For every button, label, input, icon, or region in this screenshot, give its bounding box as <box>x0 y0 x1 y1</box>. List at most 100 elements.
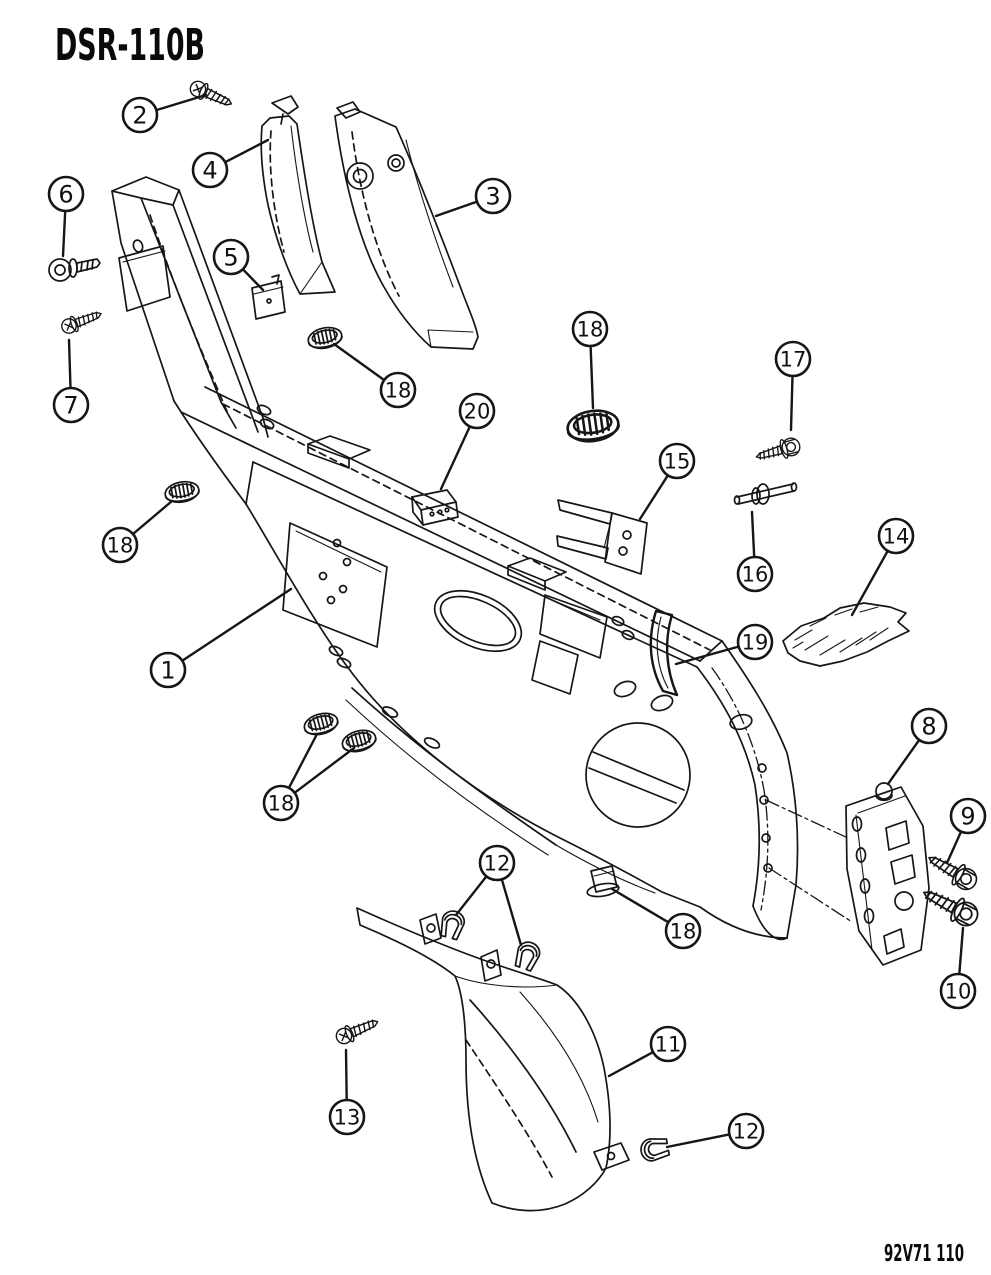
callout-number-14: 14 <box>883 525 910 549</box>
callout-leader-16 <box>750 510 756 559</box>
callout-balloon-8[interactable]: 8 <box>886 707 948 786</box>
bracket-part-15 <box>556 499 648 575</box>
callout-number-19: 19 <box>742 631 769 655</box>
callout-balloon-5[interactable]: 5 <box>212 238 265 292</box>
callout-balloon-9[interactable]: 9 <box>945 797 987 865</box>
callout-number-9: 9 <box>960 803 975 831</box>
trim-strip-part-19 <box>649 609 679 697</box>
rivet-part-16 <box>733 482 798 505</box>
uclip-part-12-c <box>638 1135 671 1164</box>
diagram-title: DSR-110B <box>55 20 205 71</box>
callout-leader-2 <box>155 93 208 112</box>
callout-leader-9 <box>945 830 963 865</box>
callout-circle-18 <box>571 310 609 348</box>
callout-balloon-12[interactable]: 12 <box>454 844 523 947</box>
callout-circle-12 <box>478 844 516 882</box>
callout-leader-18 <box>293 746 356 794</box>
callout-leader-13 <box>344 1048 348 1102</box>
callout-leader-7 <box>67 338 72 390</box>
callout-leader-12 <box>500 878 523 947</box>
callout-balloon-2[interactable]: 2 <box>121 93 208 134</box>
callout-balloon-10[interactable]: 10 <box>939 926 977 1010</box>
callout-balloon-18[interactable]: 18 <box>610 887 702 950</box>
callout-circle-13 <box>328 1098 366 1136</box>
callout-number-8: 8 <box>921 713 936 741</box>
callout-circle-20 <box>458 392 496 430</box>
callout-balloon-15[interactable]: 15 <box>638 442 696 521</box>
callout-balloon-12[interactable]: 12 <box>665 1112 765 1150</box>
drawing-number: 92V71 110 <box>884 1241 964 1267</box>
callout-leader-11 <box>607 1050 655 1078</box>
callout-circle-15 <box>658 442 696 480</box>
callout-leader-18 <box>610 887 670 924</box>
bolt-part-10 <box>917 880 983 932</box>
callout-leader-12 <box>454 875 488 917</box>
callout-number-15: 15 <box>664 450 691 474</box>
callout-circle-12 <box>727 1112 765 1150</box>
callout-leader-5 <box>241 268 265 292</box>
screw-part-7 <box>58 305 105 337</box>
door-frame-panel <box>111 176 853 941</box>
callout-balloon-18[interactable]: 18 <box>332 342 417 409</box>
callout-leader-18 <box>589 344 595 410</box>
callout-leader-19 <box>674 645 740 666</box>
callout-circle-16 <box>736 555 774 593</box>
callout-leader-20 <box>439 425 472 491</box>
callout-balloon-13[interactable]: 13 <box>328 1048 366 1136</box>
insulator-part-14 <box>782 602 910 667</box>
callout-balloon-19[interactable]: 19 <box>674 623 774 666</box>
callout-circle-9 <box>949 797 987 835</box>
callout-circle-4 <box>191 151 229 189</box>
callout-leader-14 <box>850 549 889 617</box>
callout-circle-7 <box>52 386 90 424</box>
callout-number-6: 6 <box>58 181 73 209</box>
block-part-20 <box>411 489 459 526</box>
callout-balloon-6[interactable]: 6 <box>47 175 85 258</box>
callout-balloon-11[interactable]: 11 <box>607 1025 687 1078</box>
callout-leader-8 <box>886 738 921 786</box>
callout-leader-18 <box>131 499 174 536</box>
callout-number-18: 18 <box>577 318 604 342</box>
callout-balloon-20[interactable]: 20 <box>439 392 496 491</box>
callout-circle-18 <box>379 371 417 409</box>
clip-part-5 <box>251 274 286 320</box>
callout-number-18: 18 <box>107 534 134 558</box>
callout-number-10: 10 <box>945 980 972 1004</box>
plug-part-18-c <box>162 478 202 506</box>
callout-number-2: 2 <box>132 102 147 130</box>
callout-balloon-4[interactable]: 4 <box>191 138 270 189</box>
callout-number-13: 13 <box>334 1106 361 1130</box>
callout-number-18: 18 <box>385 379 412 403</box>
plug-part-18-d1 <box>301 709 341 739</box>
callout-circle-18 <box>101 526 139 564</box>
plug-part-18-e <box>586 865 620 898</box>
callout-leader-10 <box>958 926 965 976</box>
callout-balloon-17[interactable]: 17 <box>774 340 812 432</box>
callout-balloon-18[interactable]: 18 <box>262 734 356 822</box>
callout-leader-12 <box>665 1133 731 1149</box>
splash-shield-part-11 <box>356 907 630 1212</box>
callout-circle-2 <box>121 96 159 134</box>
screw-part-17 <box>753 434 803 467</box>
callout-leader-18 <box>287 734 318 790</box>
uclip-part-12-a <box>437 907 468 942</box>
callout-balloon-16[interactable]: 16 <box>736 510 774 593</box>
callout-balloon-14[interactable]: 14 <box>850 517 915 617</box>
callout-circle-10 <box>939 972 977 1010</box>
callout-leader-6 <box>61 209 67 258</box>
plug-part-18-d2 <box>339 726 379 756</box>
callout-circle-11 <box>649 1025 687 1063</box>
callout-leader-3 <box>434 200 479 218</box>
screw-part-13 <box>332 1013 382 1048</box>
callout-balloon-3[interactable]: 3 <box>434 177 512 218</box>
callout-number-12: 12 <box>484 852 511 876</box>
callout-balloon-18[interactable]: 18 <box>101 499 174 564</box>
callout-balloon-1[interactable]: 1 <box>149 587 293 689</box>
callout-number-18: 18 <box>670 920 697 944</box>
callout-balloon-18[interactable]: 18 <box>571 310 609 410</box>
callout-number-17: 17 <box>780 348 807 372</box>
callout-circle-19 <box>736 623 774 661</box>
callout-balloon-7[interactable]: 7 <box>52 338 90 424</box>
